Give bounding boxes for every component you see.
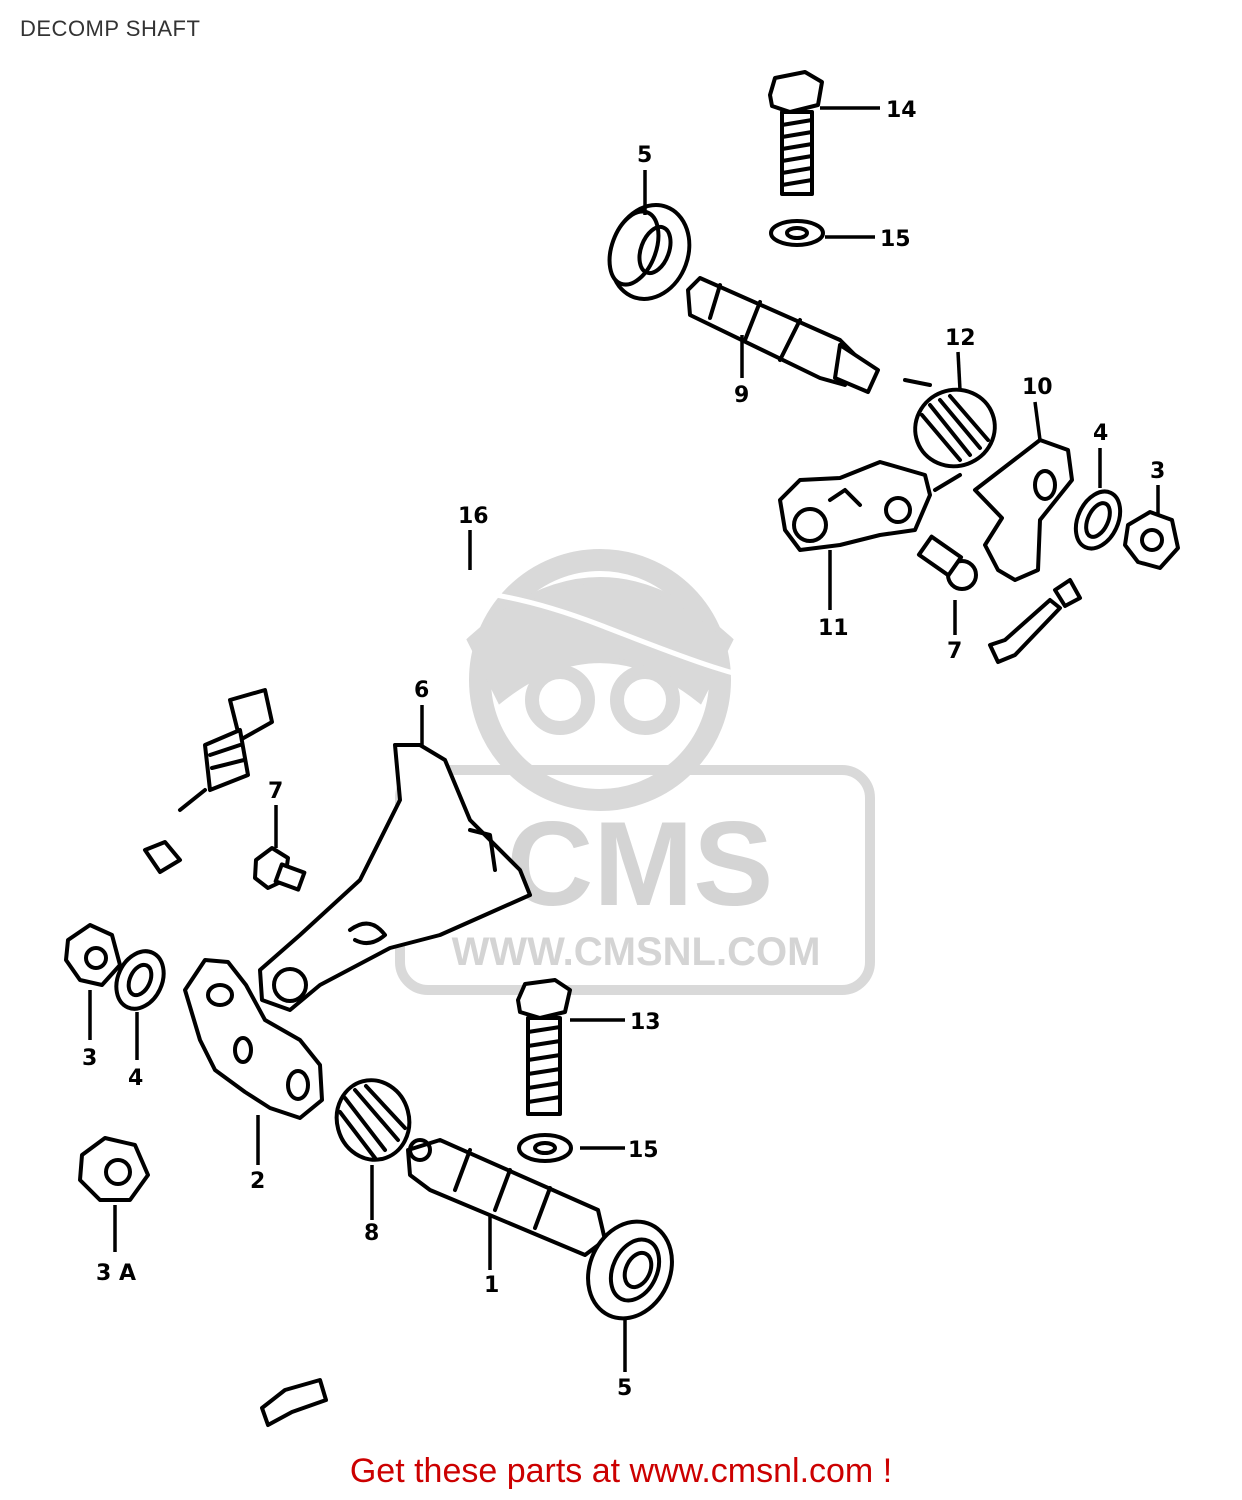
label-13: 13: [630, 1010, 661, 1035]
front-arrow-icon: [260, 1378, 328, 1427]
label-4-top: 4: [1093, 421, 1108, 446]
label-12: 12: [945, 326, 976, 351]
label-9: 9: [734, 383, 749, 408]
label-4-left: 4: [128, 1066, 143, 1091]
decomp-shaft-9-icon: [686, 276, 880, 394]
watermark-logo: CMS: [507, 797, 774, 931]
nut-3a-icon: [78, 1136, 150, 1202]
label-5-lower: 5: [617, 1376, 632, 1401]
label-8: 8: [364, 1221, 379, 1246]
lever-11-icon: [778, 460, 932, 552]
cable-16-icon: [143, 578, 1082, 874]
label-7-lower: 7: [268, 779, 283, 804]
label-3-left: 3: [82, 1046, 97, 1071]
nut-3-top-icon: [1123, 510, 1180, 570]
diagram-title: DECOMP SHAFT: [20, 16, 201, 41]
label-2: 2: [250, 1169, 265, 1194]
footer-link[interactable]: Get these parts at www.cmsnl.com !: [349, 1452, 893, 1490]
watermark-url: WWW.CMSNL.COM: [452, 930, 821, 974]
label-5-top: 5: [637, 143, 652, 168]
washer-15-lower-icon: [517, 1133, 573, 1163]
washer-4-left-icon: [114, 949, 166, 1011]
label-3-top: 3: [1150, 459, 1165, 484]
washer-4-top-icon: [1073, 489, 1123, 551]
callout-labels: 14 5 15 9 12 10 4 3 16 11 7 6 7 3 4 13 1…: [82, 98, 1165, 1401]
washer-15-icon: [769, 219, 825, 247]
watermark: CMS WWW.CMSNL.COM: [395, 549, 875, 995]
label-15-top: 15: [880, 227, 911, 252]
bracket-6-icon: [258, 743, 532, 1012]
label-10: 10: [1022, 375, 1053, 400]
label-11: 11: [818, 616, 849, 641]
label-3a: 3 A: [96, 1261, 136, 1286]
spring-12-icon: [903, 378, 997, 492]
decomp-shaft-1-icon: [406, 1138, 607, 1257]
leader-lines: [88, 106, 1160, 1372]
label-15-lower: 15: [628, 1138, 659, 1163]
label-7-top: 7: [947, 639, 962, 664]
label-16: 16: [458, 504, 489, 529]
lever-2-icon: [183, 958, 324, 1120]
label-14: 14: [886, 98, 917, 123]
label-1: 1: [484, 1273, 499, 1298]
label-6: 6: [414, 678, 429, 703]
oil-seal-5-top-icon: [607, 203, 692, 301]
oil-seal-5-lower-icon: [586, 1219, 674, 1321]
bolt-13-icon: [516, 978, 572, 1116]
spring-8-icon: [334, 1078, 412, 1162]
bolt-14-icon: [768, 70, 824, 196]
screw-7-lower-icon: [253, 846, 307, 892]
screw-7-top-icon: [916, 534, 978, 591]
plate-10-icon: [973, 438, 1074, 582]
parts-diagram: CMS WWW.CMSNL.COM: [64, 70, 1180, 1427]
nut-3-left-icon: [64, 923, 122, 987]
